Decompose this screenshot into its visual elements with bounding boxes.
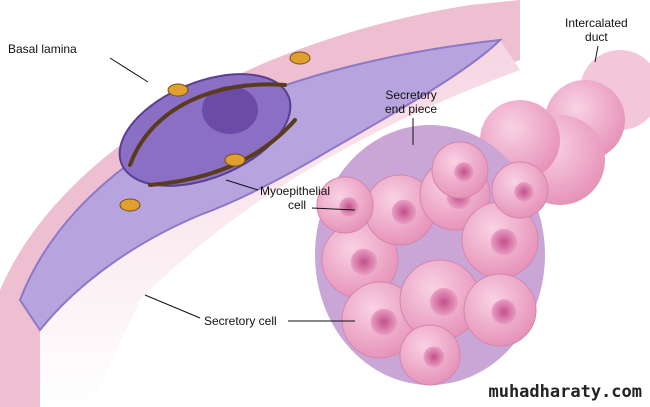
cell-nucleus	[423, 346, 445, 368]
cell-nucleus	[491, 299, 517, 325]
label-secretory-end-piece: Secretory end piece	[385, 88, 437, 116]
cell-nucleus	[430, 288, 458, 316]
cell-nucleus	[370, 308, 398, 336]
mitochondria	[119, 51, 311, 212]
leader-lines	[109, 45, 599, 322]
label-line: cell	[288, 198, 307, 212]
label-basal-lamina: Basal lamina	[8, 42, 77, 56]
secretory-end-piece	[315, 125, 549, 386]
label-line: end piece	[385, 102, 438, 116]
nucleolus	[202, 86, 258, 134]
cell-nucleus	[339, 197, 359, 217]
cell-nucleus	[350, 248, 378, 276]
label-line: Myoepithelial	[260, 184, 331, 198]
label-line: Intercalated	[565, 16, 628, 30]
cell-nucleus	[514, 182, 534, 202]
cell-nucleus	[490, 228, 518, 256]
cell-nucleus	[391, 199, 417, 225]
label-line: Secretory	[385, 88, 437, 102]
watermark: muhadharaty.com	[484, 381, 646, 403]
cell-nucleus	[454, 162, 474, 182]
label-line: duct	[585, 30, 608, 44]
label-myoepithelial-cell: Myoepithelial cell	[260, 184, 330, 212]
label-secretory-cell: Secretory cell	[204, 314, 277, 328]
label-intercalated-duct: Intercalated duct	[565, 16, 628, 44]
